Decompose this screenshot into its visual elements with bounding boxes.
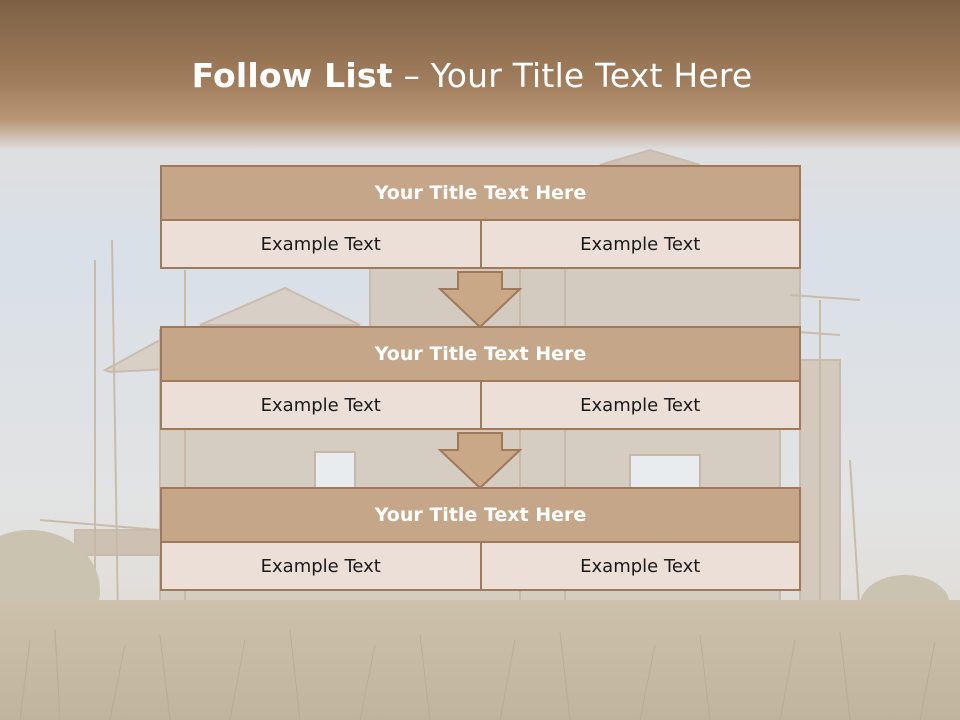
list-block-3: Your Title Text Here Example Text Exampl… bbox=[160, 487, 801, 591]
list-block-1: Your Title Text Here Example Text Exampl… bbox=[160, 165, 801, 269]
list-block-2: Your Title Text Here Example Text Exampl… bbox=[160, 326, 801, 430]
example-text-cell-right: Example Text bbox=[479, 541, 801, 591]
example-text-cell-right: Example Text bbox=[479, 219, 801, 269]
block-row: Example Text Example Text bbox=[160, 219, 801, 269]
down-arrow-icon bbox=[438, 432, 522, 490]
block-title: Your Title Text Here bbox=[160, 165, 801, 221]
block-title: Your Title Text Here bbox=[160, 487, 801, 543]
example-text-cell-left: Example Text bbox=[160, 380, 482, 430]
slide-title-bold: Follow List bbox=[191, 56, 393, 95]
example-text-cell-left: Example Text bbox=[160, 219, 482, 269]
slide-title: Follow List – Your Title Text Here bbox=[0, 56, 944, 95]
slide-title-rest: – Your Title Text Here bbox=[403, 56, 753, 95]
down-arrow-icon bbox=[438, 271, 522, 329]
block-row: Example Text Example Text bbox=[160, 380, 801, 430]
block-title: Your Title Text Here bbox=[160, 326, 801, 382]
example-text-cell-left: Example Text bbox=[160, 541, 482, 591]
example-text-cell-right: Example Text bbox=[479, 380, 801, 430]
block-row: Example Text Example Text bbox=[160, 541, 801, 591]
header-band bbox=[0, 0, 960, 150]
